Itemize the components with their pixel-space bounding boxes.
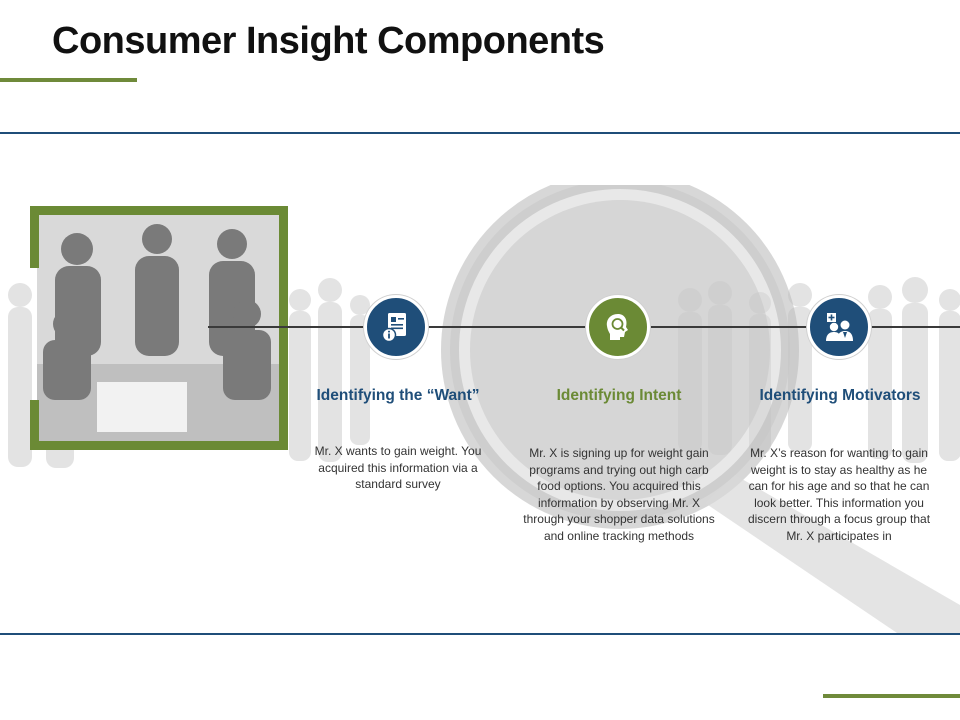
title-accent-bar [0, 78, 137, 82]
timeline-line [208, 326, 960, 328]
document-info-icon [381, 313, 406, 343]
step-3-node [807, 295, 871, 359]
doctor-patient-icon [826, 313, 853, 341]
step-2-node [586, 295, 650, 359]
step-2-heading: Identifying Intent [556, 387, 682, 404]
photo-frame-left-bottom [30, 400, 39, 450]
bottom-divider [0, 633, 960, 635]
step-1-node [364, 295, 428, 359]
step-3-description: Mr. X’s reason for wanting to gain weigh… [747, 446, 931, 543]
page-title: Consumer Insight Components [52, 20, 605, 62]
photo-frame-left-top [30, 206, 39, 268]
step-1-description: Mr. X wants to gain weight. You acquired… [314, 444, 482, 491]
step-3-heading: Identifying Motivators [759, 387, 921, 404]
corner-accent-bar [823, 694, 960, 698]
step-2-description: Mr. X is signing up for weight gain prog… [523, 446, 715, 543]
head-search-icon [606, 314, 628, 340]
step-1-heading: Identifying the “Want” [316, 387, 480, 404]
team-photo [37, 214, 279, 442]
photo-frame [30, 206, 288, 450]
top-divider [0, 132, 960, 134]
